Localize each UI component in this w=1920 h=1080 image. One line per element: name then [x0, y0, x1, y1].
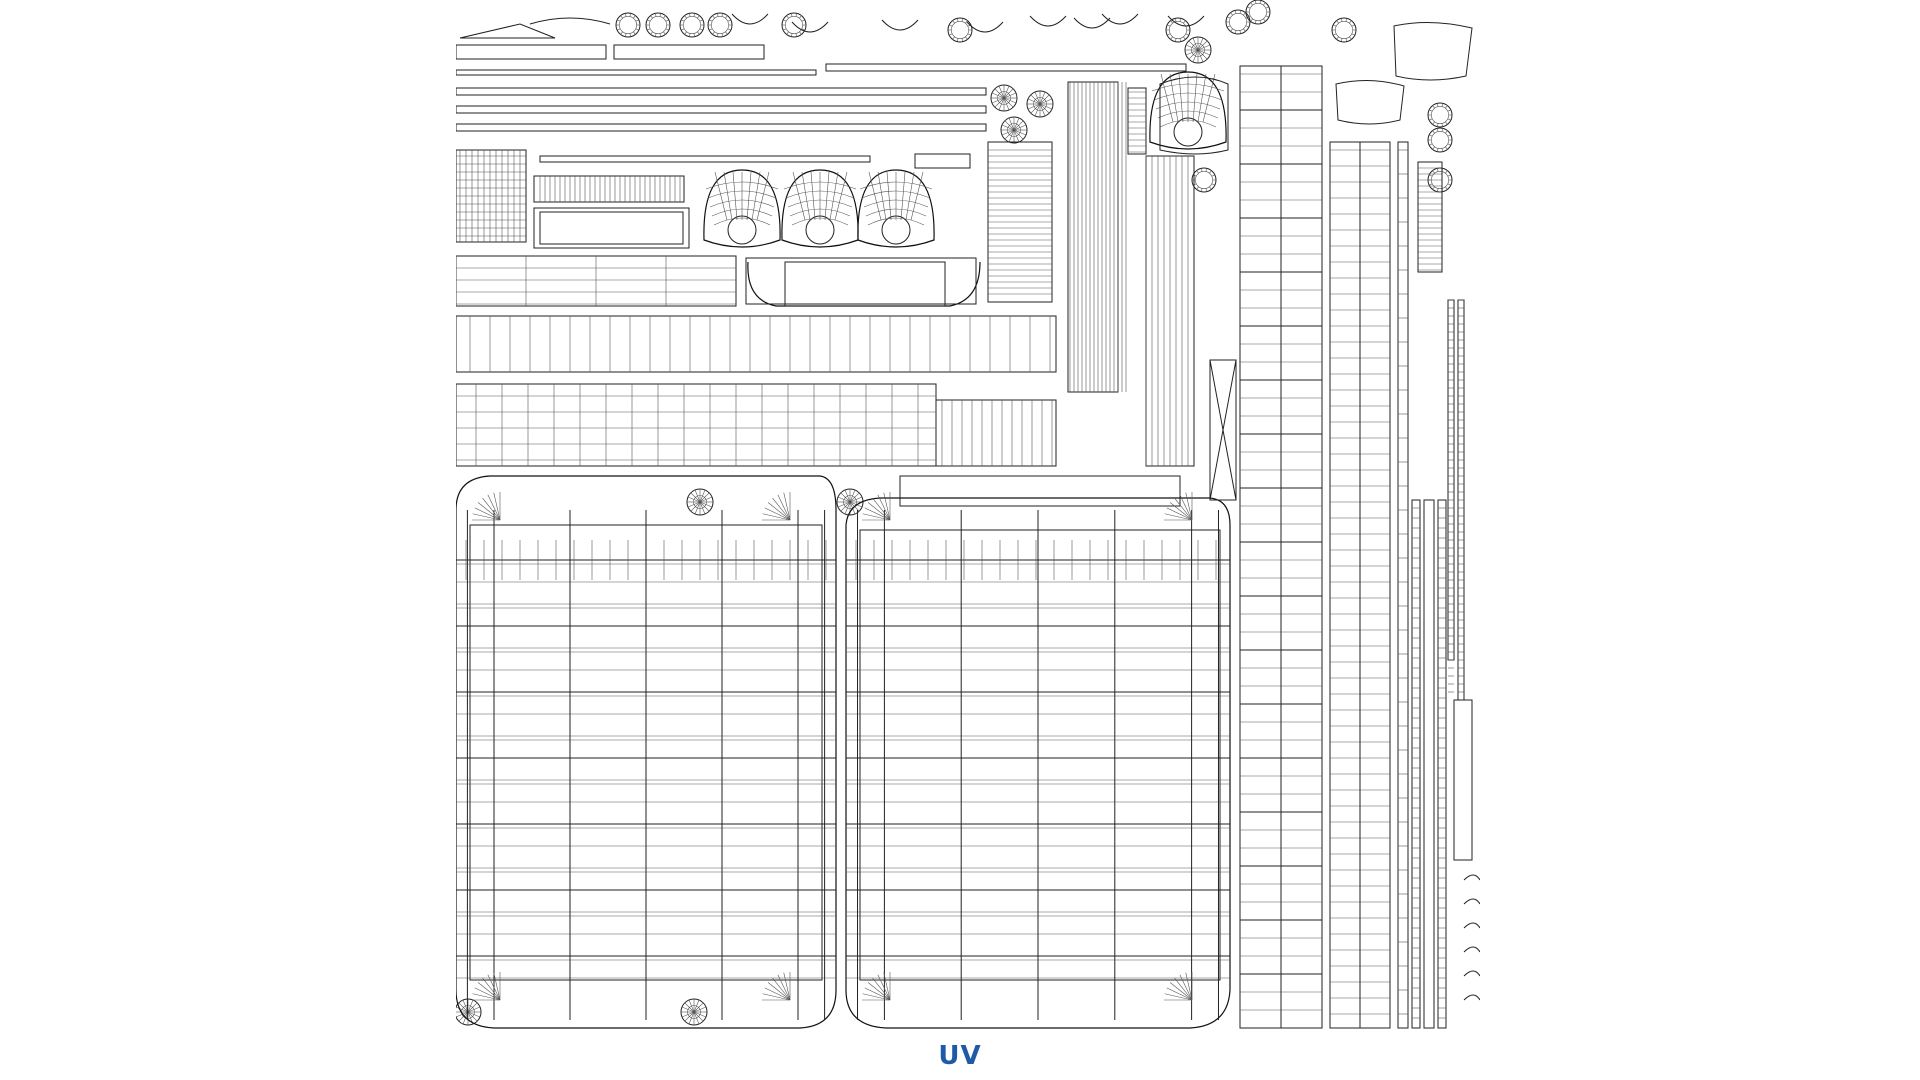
- mid-left-blocks: [455, 81, 1195, 467]
- panel-grid-lines: [456, 492, 1230, 1020]
- right-column-lines: [1240, 66, 1481, 1028]
- dense-grid-lines: [455, 82, 1442, 466]
- top-left-strips: [455, 17, 1187, 249]
- shell-pieces: [703, 71, 1227, 307]
- uv-wireframe: [454, 0, 1481, 1029]
- right-columns: [1159, 21, 1473, 1029]
- uv-caption: UV: [938, 1041, 982, 1071]
- uv-layout-sheet: [454, 0, 1481, 1040]
- uv-panel-right: [845, 475, 1231, 1029]
